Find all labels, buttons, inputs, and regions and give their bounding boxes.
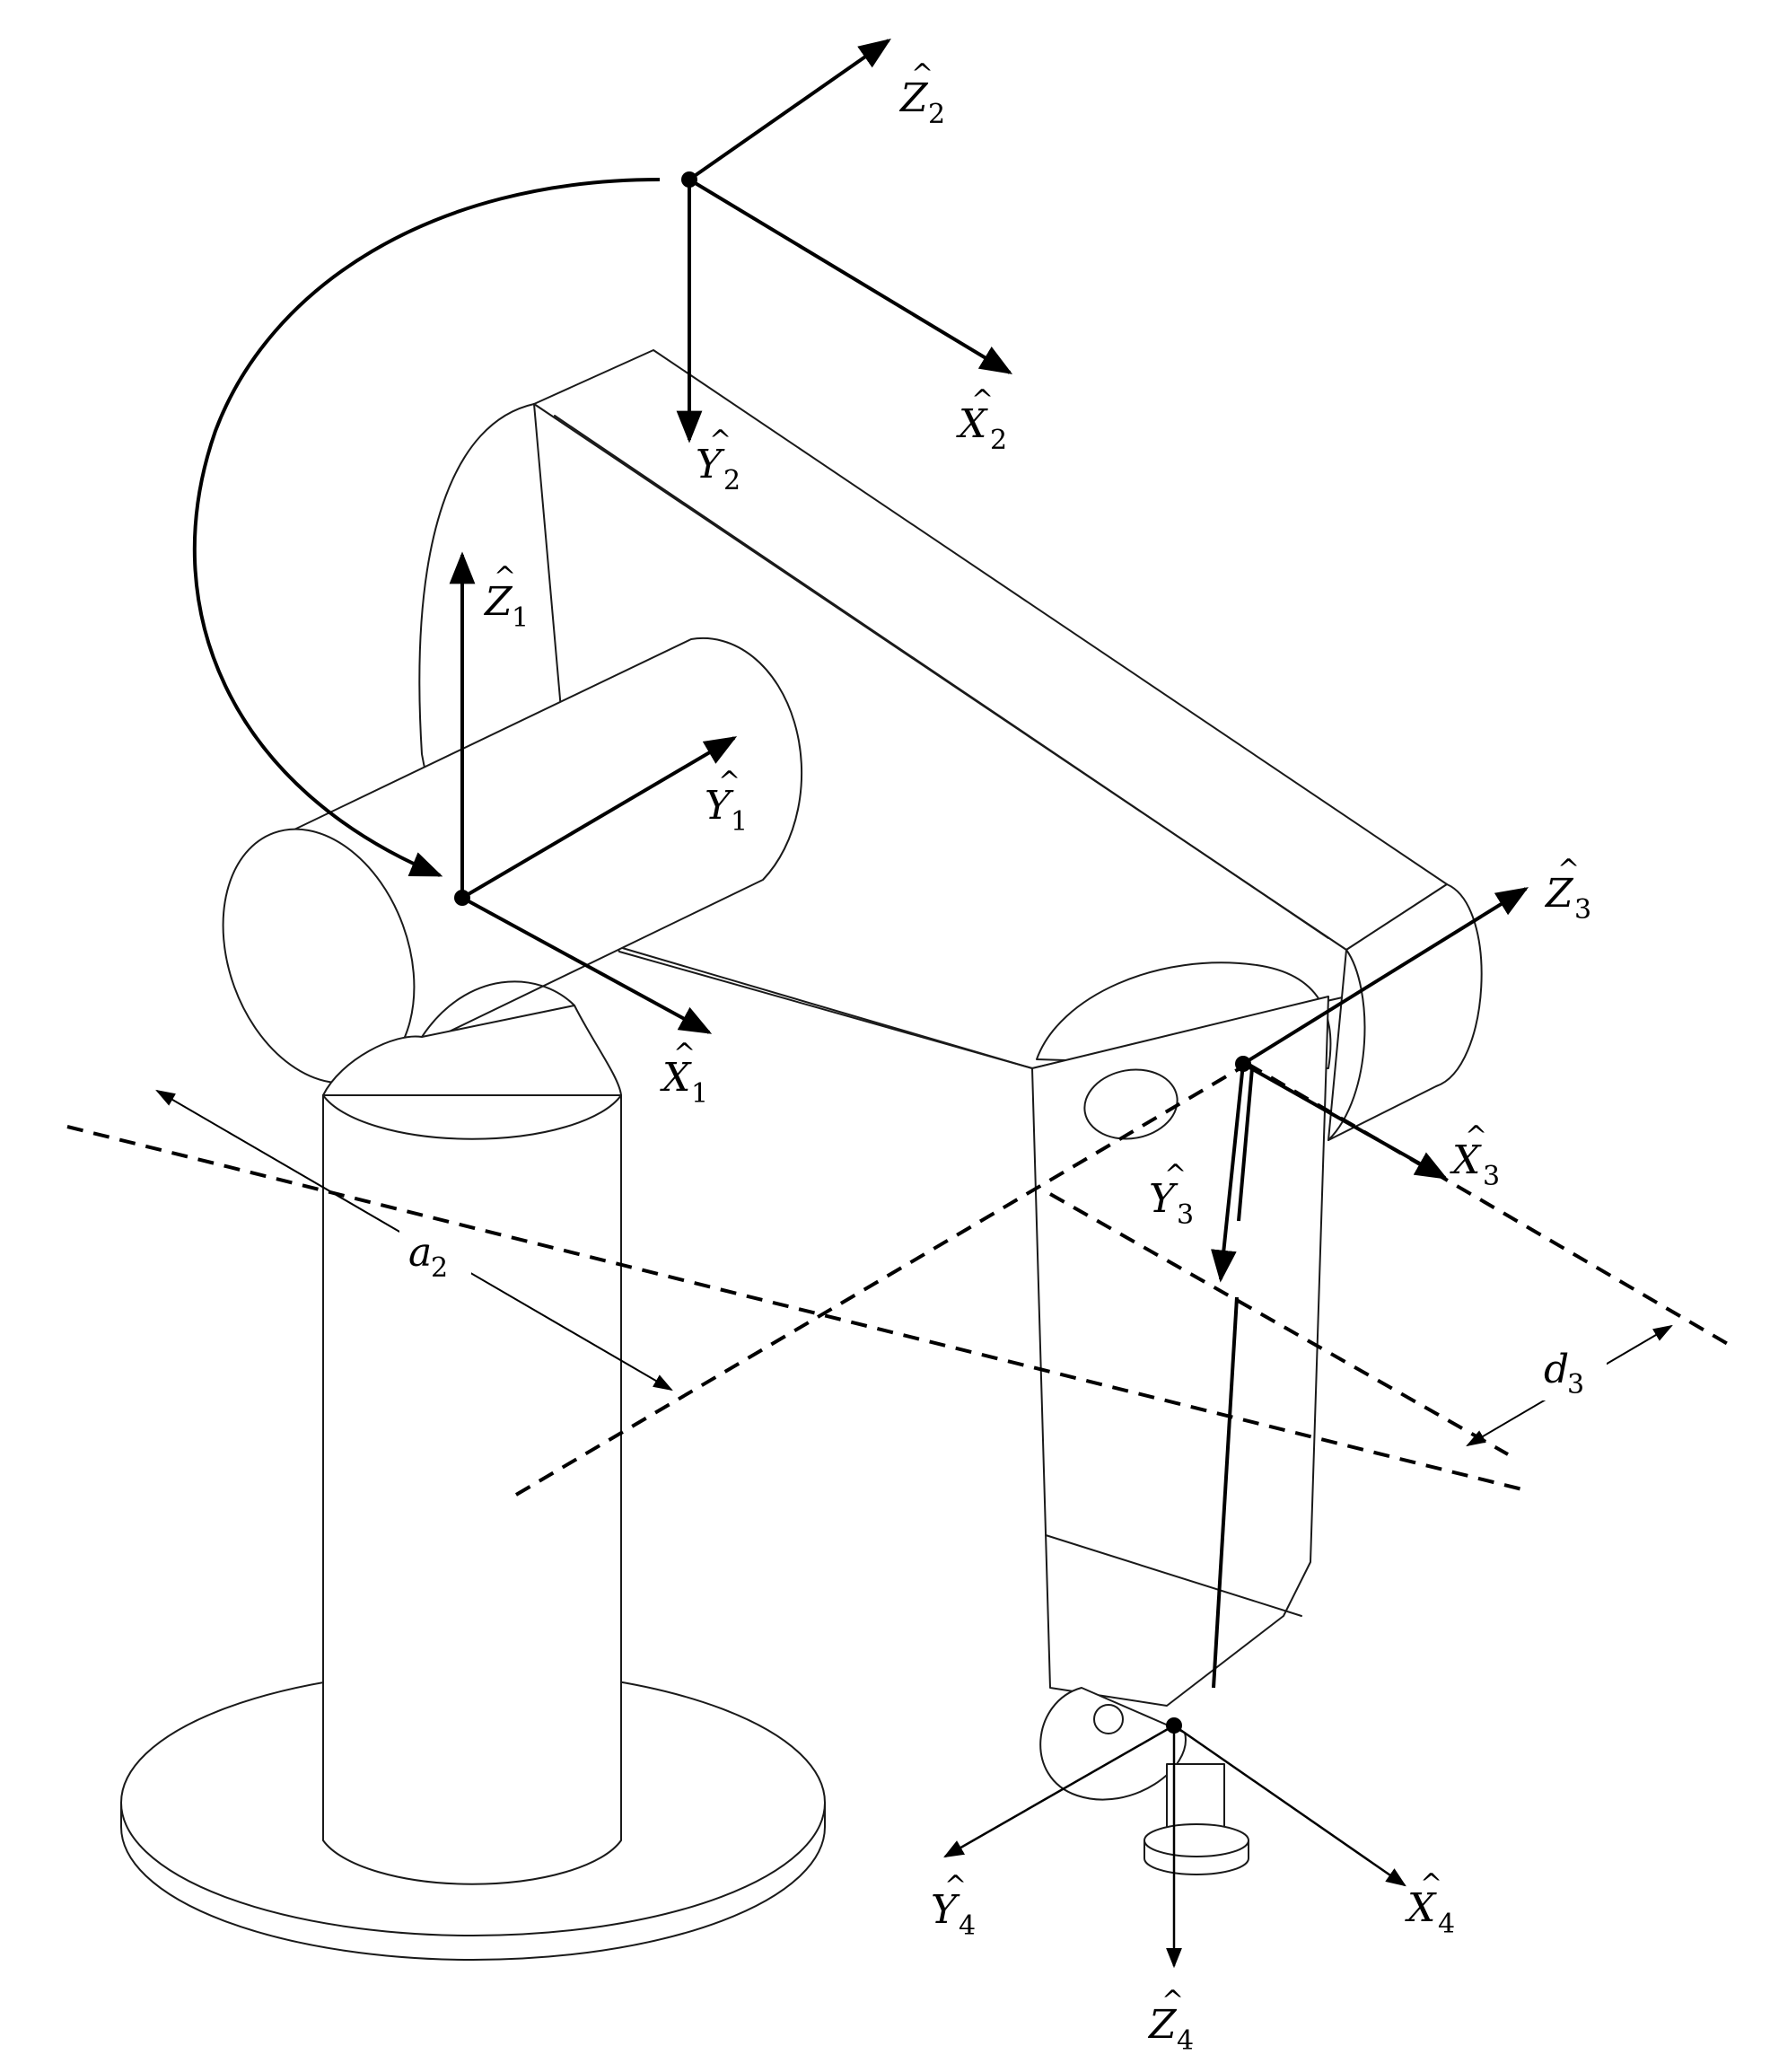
svg-text:2: 2 <box>990 425 1007 456</box>
svg-text:Y: Y <box>696 442 725 487</box>
frame-3-axes <box>1211 887 1529 1689</box>
label-a2: a 2 <box>399 1230 471 1284</box>
svg-text:X: X <box>956 401 988 447</box>
svg-text:2: 2 <box>723 465 740 496</box>
label-y2: ^ Y 2 <box>696 425 740 496</box>
svg-text:X: X <box>660 1055 692 1101</box>
svg-text:2: 2 <box>928 99 945 130</box>
svg-text:^: ^ <box>1164 1159 1187 1190</box>
svg-text:^: ^ <box>673 1038 696 1069</box>
svg-text:Z: Z <box>1147 2002 1178 2048</box>
svg-text:X: X <box>1450 1137 1482 1183</box>
svg-text:3: 3 <box>1567 1369 1584 1400</box>
label-z2: ^ Z 2 <box>898 58 945 130</box>
frame-4-axes <box>943 1717 1406 1969</box>
svg-text:^: ^ <box>709 425 732 456</box>
shoulder-cylinder <box>222 637 803 1096</box>
label-z3: ^ Z 3 <box>1544 854 1591 926</box>
rotation-arc <box>192 178 661 877</box>
svg-text:X: X <box>1405 1885 1437 1931</box>
svg-text:3: 3 <box>1483 1161 1500 1192</box>
svg-text:4: 4 <box>959 1910 976 1942</box>
svg-text:Y: Y <box>1149 1176 1179 1222</box>
svg-text:^: ^ <box>1420 1868 1442 1900</box>
svg-text:Y: Y <box>705 783 734 829</box>
svg-text:2: 2 <box>431 1252 448 1284</box>
svg-text:^: ^ <box>1557 854 1580 885</box>
svg-text:3: 3 <box>1574 894 1591 926</box>
forearm-link <box>1031 996 1329 1875</box>
svg-text:4: 4 <box>1177 2025 1194 2057</box>
label-x3: ^ X 3 <box>1450 1120 1500 1192</box>
svg-text:^: ^ <box>911 58 933 90</box>
svg-text:3: 3 <box>1177 1199 1194 1231</box>
svg-text:a: a <box>408 1230 432 1276</box>
frame-2-axes <box>676 38 1013 443</box>
svg-text:^: ^ <box>1161 1985 1184 2016</box>
svg-text:1: 1 <box>691 1078 708 1110</box>
label-z1: ^ Z 1 <box>483 561 529 634</box>
svg-text:^: ^ <box>494 561 516 593</box>
svg-text:^: ^ <box>718 766 740 797</box>
svg-text:^: ^ <box>1465 1120 1487 1152</box>
svg-text:4: 4 <box>1438 1909 1455 1940</box>
svg-text:Z: Z <box>483 579 513 625</box>
svg-text:Y: Y <box>931 1887 960 1933</box>
label-x2: ^ X 2 <box>956 384 1007 456</box>
label-y3: ^ Y 3 <box>1149 1159 1194 1231</box>
label-d3: d 3 <box>1535 1347 1607 1400</box>
label-x1: ^ X 1 <box>660 1038 708 1110</box>
label-z4: ^ Z 4 <box>1147 1985 1194 2057</box>
svg-text:1: 1 <box>731 806 748 838</box>
svg-text:^: ^ <box>944 1870 967 1901</box>
frame-1-axes <box>449 551 738 1034</box>
svg-text:^: ^ <box>971 384 994 416</box>
svg-text:Z: Z <box>898 75 929 121</box>
svg-text:1: 1 <box>512 602 529 634</box>
label-y1: ^ Y 1 <box>705 766 748 838</box>
label-x4: ^ X 4 <box>1405 1868 1455 1940</box>
svg-text:Z: Z <box>1544 871 1574 917</box>
svg-text:d: d <box>1544 1347 1569 1392</box>
label-y4: ^ Y 4 <box>931 1870 976 1942</box>
